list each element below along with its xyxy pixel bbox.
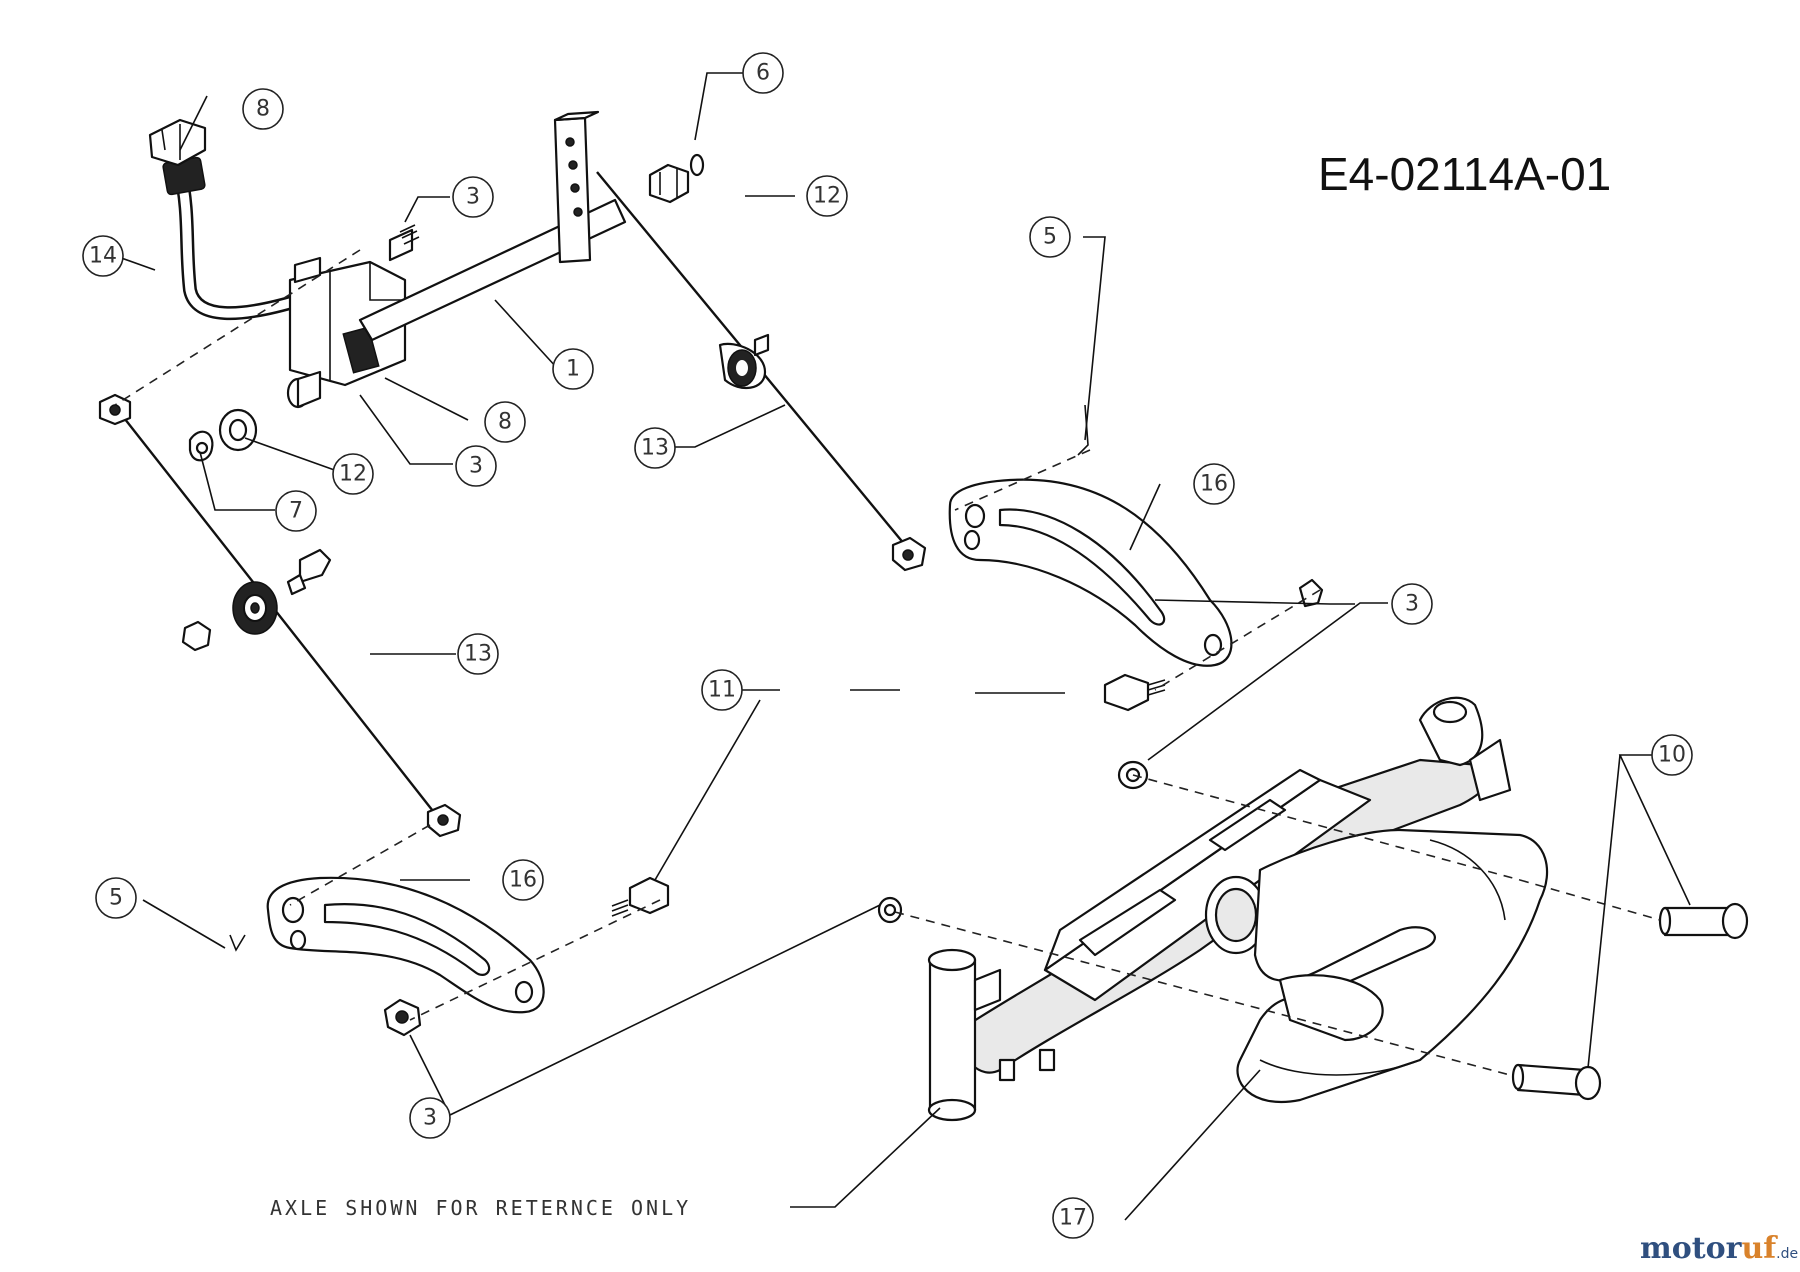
- callout-14: 14: [82, 235, 124, 277]
- clevis-pins: [1511, 902, 1749, 1101]
- svg-text:1: 1: [566, 357, 580, 382]
- svg-text:5: 5: [1043, 225, 1057, 250]
- diagram-code: E4-02114A-01: [1318, 148, 1611, 200]
- svg-text:8: 8: [498, 410, 512, 435]
- callout-3-right: 3: [1391, 583, 1433, 625]
- svg-text:13: 13: [464, 642, 492, 667]
- right-lift-arm: [948, 478, 1233, 667]
- assembly-lines: [114, 249, 1661, 1076]
- callout-16-left: 16: [502, 859, 544, 901]
- callout-5-top: 5: [1029, 216, 1071, 258]
- callout-4: 3: [452, 176, 494, 218]
- callout-6-left: 7: [275, 490, 317, 532]
- svg-text:motoruf.de: motoruf.de: [1640, 1231, 1798, 1266]
- svg-text:3: 3: [1405, 592, 1419, 617]
- svg-text:17: 17: [1059, 1206, 1087, 1231]
- lift-handle: [148, 118, 387, 321]
- axle-bracket: [1236, 828, 1549, 1103]
- callout-12-left: 12: [332, 453, 374, 495]
- svg-text:8: 8: [256, 97, 270, 122]
- callout-7: 8: [242, 88, 284, 130]
- callout-13-right: 13: [634, 427, 676, 469]
- callout-12-top: 12: [806, 175, 848, 217]
- lift-shaft: [358, 110, 627, 342]
- callout-6-top: 6: [742, 52, 784, 94]
- hardware-bolts: [383, 578, 1324, 1037]
- svg-text:14: 14: [89, 244, 117, 269]
- svg-text:11: 11: [708, 678, 736, 703]
- callout-5-left: 5: [95, 877, 137, 919]
- svg-text:16: 16: [509, 868, 537, 893]
- left-lift-arm: [266, 876, 545, 1014]
- pivot-bracket: [288, 224, 420, 387]
- svg-text:12: 12: [339, 462, 367, 487]
- watermark-logo: motoruf.de: [1640, 1231, 1798, 1266]
- callout-17: 17: [1052, 1197, 1094, 1239]
- callout-3-left: 3: [409, 1097, 451, 1139]
- leader-lines: [112, 72, 1691, 1221]
- svg-text:3: 3: [469, 454, 483, 479]
- callout-3-small: 3: [455, 445, 497, 487]
- svg-text:16: 16: [1200, 472, 1228, 497]
- svg-text:6: 6: [756, 61, 770, 86]
- callout-1: 1: [552, 348, 594, 390]
- svg-text:3: 3: [423, 1106, 437, 1131]
- svg-text:13: 13: [641, 436, 669, 461]
- callout-10: 10: [1651, 734, 1693, 776]
- svg-text:3: 3: [466, 185, 480, 210]
- svg-text:12: 12: [813, 184, 841, 209]
- left-lift-link: [98, 393, 462, 838]
- svg-text:5: 5: [109, 886, 123, 911]
- callout-16-right: 16: [1193, 463, 1235, 505]
- svg-text:10: 10: [1658, 743, 1686, 768]
- top-bolt-set: [648, 153, 705, 204]
- left-bushing-set: [188, 370, 322, 462]
- right-lift-link: [596, 171, 927, 572]
- callout-8-top: 8: [484, 401, 526, 443]
- axle-note: AXLE SHOWN FOR RETERNCE ONLY: [270, 1196, 691, 1220]
- callout-13-left: 13: [457, 633, 499, 675]
- callout-11: 11: [701, 669, 743, 711]
- svg-text:7: 7: [289, 499, 303, 524]
